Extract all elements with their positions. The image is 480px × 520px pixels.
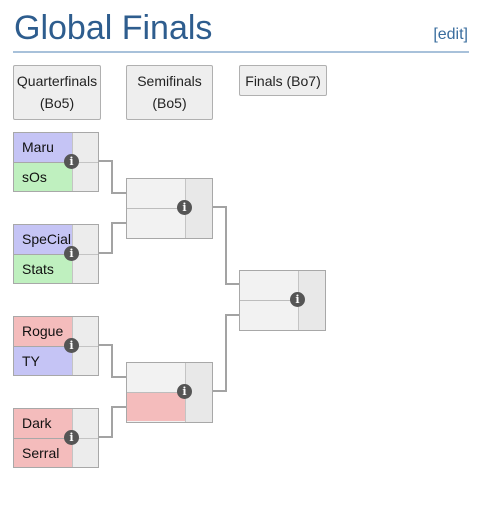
info-icon[interactable]: i	[290, 292, 305, 307]
score-divider	[72, 162, 98, 163]
match-quarterfinal-3: Rogue TY	[13, 316, 99, 376]
player-slot[interactable]: Dark	[14, 409, 72, 438]
player-slot-tbd[interactable]	[127, 392, 185, 421]
player-slot[interactable]: sOs	[14, 162, 72, 191]
player-slot-tbd[interactable]	[127, 363, 185, 392]
player-slot[interactable]: TY	[14, 346, 72, 375]
round-name: Semifinals	[137, 73, 202, 89]
match-quarterfinal-4: Dark Serral	[13, 408, 99, 468]
info-icon[interactable]: i	[64, 338, 79, 353]
player-slot[interactable]: SpeCial	[14, 225, 72, 254]
player-slot[interactable]: Maru	[14, 133, 72, 162]
score-divider	[72, 254, 98, 255]
round-name: Finals (Bo7)	[245, 73, 321, 89]
round-format: (Bo5)	[39, 95, 75, 111]
player-slot-tbd[interactable]	[127, 208, 185, 237]
score-divider	[72, 438, 98, 439]
info-icon[interactable]: i	[64, 246, 79, 261]
match-quarterfinal-2: SpeCial Stats	[13, 224, 99, 284]
player-slot[interactable]: Stats	[14, 254, 72, 283]
match-quarterfinal-1: Maru sOs	[13, 132, 99, 192]
info-icon[interactable]: i	[177, 384, 192, 399]
match-semifinal-2	[126, 362, 213, 423]
round-header-semifinals: Semifinals (Bo5)	[126, 65, 213, 120]
round-header-quarterfinals: Quarterfinals (Bo5)	[13, 65, 101, 120]
info-icon[interactable]: i	[64, 430, 79, 445]
info-icon[interactable]: i	[64, 154, 79, 169]
round-format: (Bo5)	[152, 95, 187, 111]
edit-link[interactable]: [edit]	[433, 26, 468, 43]
match-final	[239, 270, 326, 331]
title-divider	[13, 51, 469, 53]
round-header-finals: Finals (Bo7)	[239, 65, 327, 96]
player-slot-tbd[interactable]	[240, 271, 298, 300]
player-slot[interactable]: Rogue	[14, 317, 72, 346]
page-title: Global Finals	[14, 9, 213, 47]
player-slot[interactable]: Serral	[14, 438, 72, 467]
player-slot-tbd[interactable]	[240, 300, 298, 329]
player-slot-tbd[interactable]	[127, 179, 185, 208]
score-divider	[72, 346, 98, 347]
info-icon[interactable]: i	[177, 200, 192, 215]
round-name: Quarterfinals	[16, 73, 98, 89]
match-semifinal-1	[126, 178, 213, 239]
